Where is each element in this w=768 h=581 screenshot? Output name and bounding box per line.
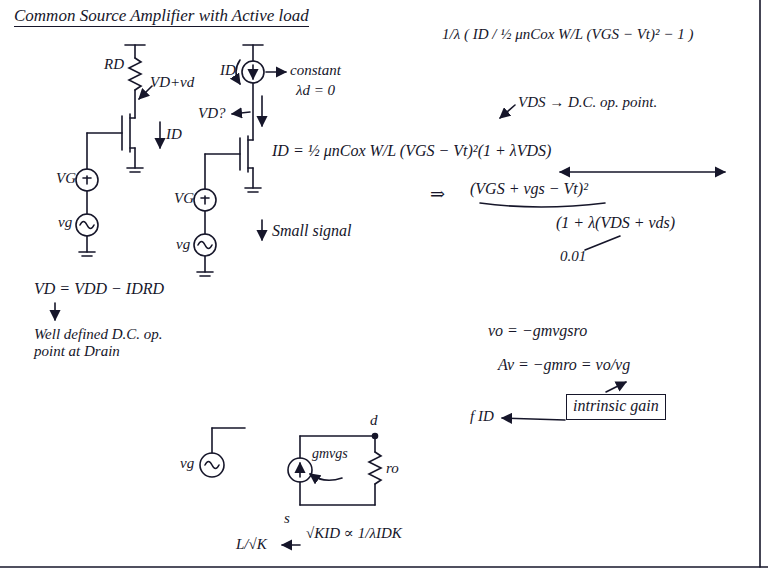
vds-equation: 1/λ ( ID / ½ μnCox W/L (VGS − Vt)² − 1 ) xyxy=(442,26,693,43)
boxed-term: intrinsic gain xyxy=(566,394,666,420)
current-label: ID xyxy=(166,126,182,143)
leader-arrow xyxy=(500,105,515,118)
resistor-label: RD xyxy=(104,56,124,73)
leader-arrow xyxy=(282,544,300,546)
span-arrow xyxy=(560,171,725,173)
terminal-label: d xyxy=(370,412,378,429)
gain-equation: Av = −gmro = vo/vg xyxy=(498,356,630,374)
note: λd = 0 xyxy=(296,82,335,99)
brace xyxy=(480,203,605,207)
source-label: gmvgs xyxy=(312,446,348,462)
leader-line xyxy=(585,236,620,250)
frame-line xyxy=(0,566,768,568)
leader-arrow xyxy=(606,382,626,392)
node-text: intrinsic gain xyxy=(573,397,665,415)
node-voltage: VD+vd xyxy=(150,74,194,91)
resistor-label: ro xyxy=(386,460,399,477)
note: VDS → D.C. op. point. xyxy=(518,94,657,111)
bias-source-label: VG xyxy=(56,170,76,187)
note: constant xyxy=(290,62,341,79)
frame-line xyxy=(759,0,761,567)
current-equation: ID = ½ μnCox W/L (VGS − Vt)²(1 + λVDS) xyxy=(272,142,551,160)
equation-term: (1 + λ(VDS + vds) xyxy=(556,214,675,232)
note: f ID xyxy=(470,408,494,425)
equation-term: L/√K xyxy=(236,536,267,553)
signal-source-label: vg xyxy=(180,455,194,472)
note: Well defined D.C. op. point at Drain xyxy=(34,326,164,361)
terminal-label: s xyxy=(284,510,290,527)
drain-equation: VD = VDD − IDRD xyxy=(34,280,164,298)
equation-term: (VGS + vgs − Vt)² xyxy=(470,180,588,198)
leader-arrow xyxy=(502,418,565,420)
current-label: ID xyxy=(220,62,236,79)
output-equation: vo = −gmvgsro xyxy=(488,322,587,340)
value-note: 0.01 xyxy=(560,248,586,265)
equation-term: √KID ∝ 1/λIDK xyxy=(306,525,402,542)
resistive-load-circuit xyxy=(55,45,160,320)
small-signal-circuit xyxy=(200,428,381,505)
node-voltage: VD? xyxy=(198,105,226,122)
section-note: Small signal xyxy=(272,222,352,240)
signal-source-label: vg xyxy=(176,236,190,253)
implies-symbol: ⇒ xyxy=(430,184,445,205)
page-title: Common Source Amplifier with Active load xyxy=(14,6,309,27)
bias-source-label: VG xyxy=(174,190,194,207)
active-load-circuit xyxy=(194,45,286,276)
signal-source-label: vg xyxy=(58,214,72,231)
